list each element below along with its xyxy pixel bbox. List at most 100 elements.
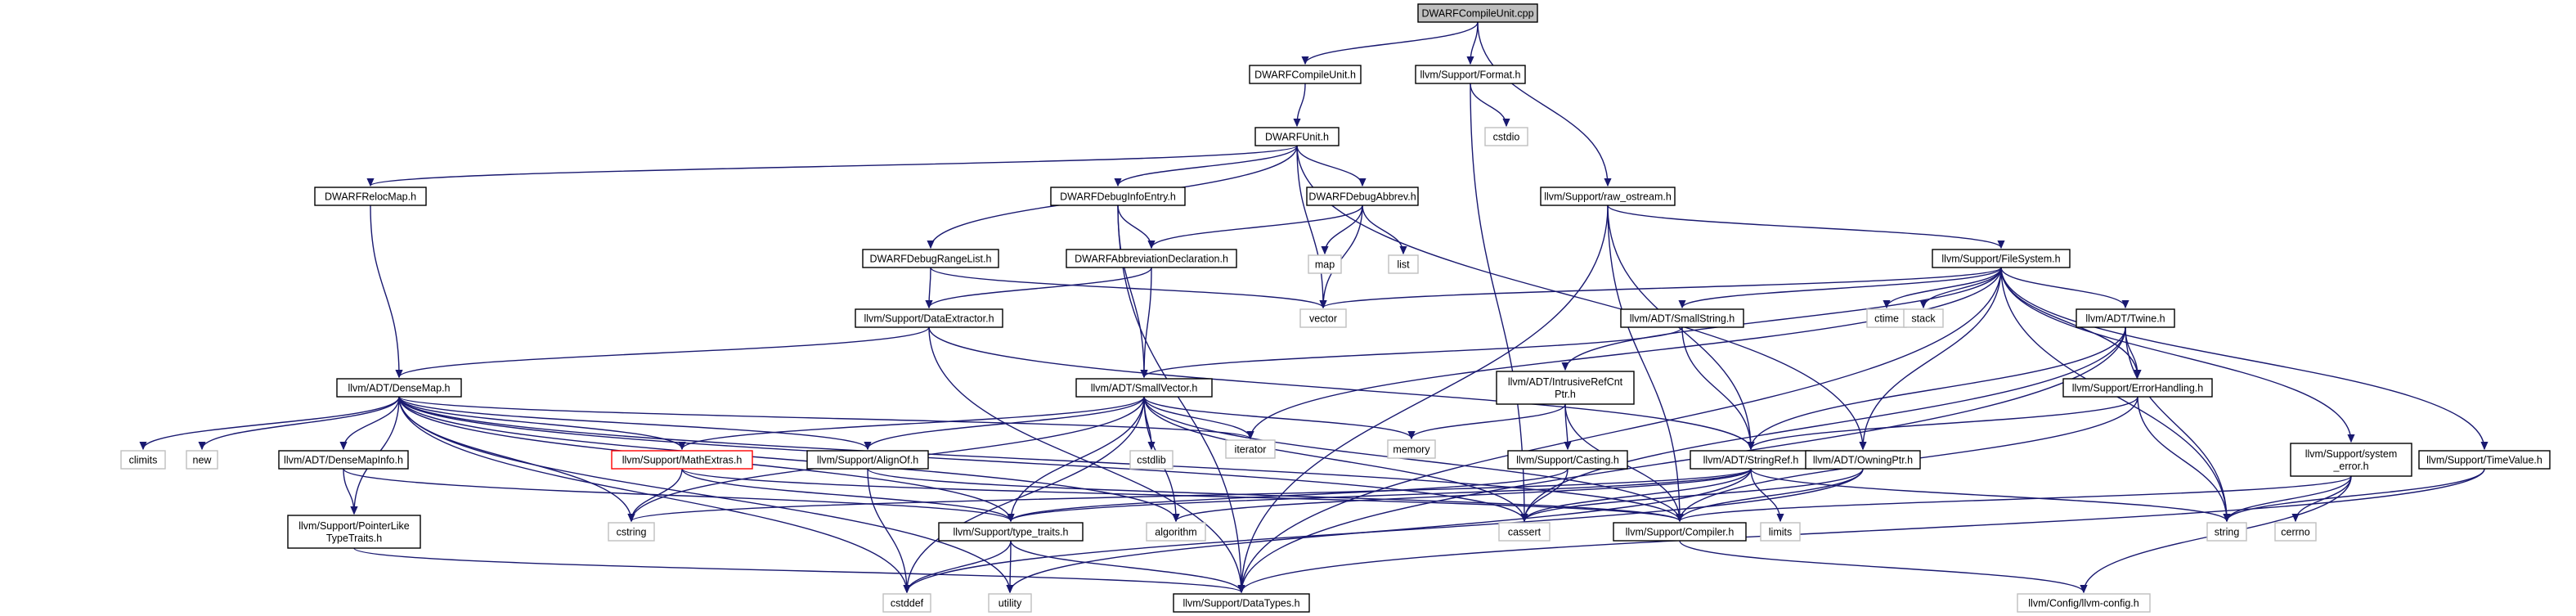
node-twine_h[interactable]: llvm/ADT/Twine.h — [2076, 308, 2175, 328]
edge-system_error_h-to-string — [2227, 475, 2352, 521]
node-label-timevalue_h-0: llvm/Support/TimeValue.h — [2426, 455, 2542, 466]
node-timevalue_h[interactable]: llvm/Support/TimeValue.h — [2418, 450, 2551, 470]
node-errorhandling_h[interactable]: llvm/Support/ErrorHandling.h — [2062, 378, 2213, 398]
node-debugabbrev_h[interactable]: DWARFDebugAbbrev.h — [1306, 187, 1419, 206]
node-label-densemapinfo_h-0: llvm/ADT/DenseMapInfo.h — [284, 455, 403, 466]
node-datatypes_h[interactable]: llvm/Support/DataTypes.h — [1173, 593, 1310, 613]
node-label-errorhandling_h-0: llvm/Support/ErrorHandling.h — [2072, 383, 2204, 394]
node-box-twine_h — [2076, 308, 2175, 328]
edge-dataextractor_h-to-datatypes_h — [928, 326, 1241, 592]
edge-filesystem_h-to-smallstring_h — [1682, 267, 2002, 308]
node-box-densemap_h — [336, 378, 462, 398]
edge-stringref_h-to-cassert — [1524, 468, 1752, 521]
node-label-climits-0: climits — [129, 455, 158, 466]
node-debuginfoentry_h[interactable]: DWARFDebugInfoEntry.h — [1050, 187, 1186, 206]
node-root[interactable]: DWARFCompileUnit.cpp — [1417, 3, 1538, 23]
node-box-debugrangelist_h — [862, 249, 999, 268]
node-ctime: ctime — [1866, 308, 1907, 328]
node-box-cstdlib — [1129, 450, 1174, 470]
node-label-list-0: list — [1397, 259, 1410, 271]
node-dataextractor_h[interactable]: llvm/Support/DataExtractor.h — [855, 308, 1003, 328]
node-compiler_h[interactable]: llvm/Support/Compiler.h — [1613, 522, 1747, 542]
node-cstddef: cstddef — [882, 593, 931, 613]
edge-twine_h-to-string — [2125, 326, 2227, 521]
node-label-cerrno-0: cerrno — [2281, 527, 2309, 538]
edge-debugrangelist_h-to-vector — [930, 267, 1323, 308]
edge-filesystem_h-to-vector — [1323, 267, 2002, 308]
node-box-abbrevdecl_h — [1066, 249, 1237, 268]
node-densemapinfo_h[interactable]: llvm/ADT/DenseMapInfo.h — [278, 450, 409, 470]
edge-debugabbrev_h-to-vector — [1323, 205, 1363, 308]
node-label-new-0: new — [193, 455, 213, 466]
node-label-root-0: DWARFCompileUnit.cpp — [1421, 8, 1533, 20]
node-label-iterator-0: iterator — [1235, 444, 1267, 456]
node-format_h[interactable]: llvm/Support/Format.h — [1415, 65, 1526, 84]
edge-errorhandling_h-to-stringref_h — [1751, 396, 2138, 449]
node-unit_h[interactable]: DWARFUnit.h — [1254, 127, 1340, 146]
node-debugrangelist_h[interactable]: DWARFDebugRangeList.h — [862, 249, 999, 268]
node-cstdio: cstdio — [1484, 127, 1528, 146]
node-box-dataextractor_h — [855, 308, 1003, 328]
node-box-new — [186, 450, 218, 470]
edge-alignof_h-to-cstddef — [867, 468, 907, 592]
node-stringref_h[interactable]: llvm/ADT/StringRef.h — [1690, 450, 1812, 470]
edge-unit_h-to-debuginfoentry_h — [1118, 145, 1298, 186]
edge-raw_ostream_h-to-filesystem_h — [1607, 205, 2001, 248]
node-smallvector_h[interactable]: llvm/ADT/SmallVector.h — [1075, 378, 1213, 398]
node-raw_ostream_h[interactable]: llvm/Support/raw_ostream.h — [1540, 187, 1676, 206]
node-cassert: cassert — [1498, 522, 1551, 542]
node-box-format_h — [1415, 65, 1526, 84]
edge-filesystem_h-to-ctime — [1887, 267, 2002, 308]
node-label-abbrevdecl_h-0: DWARFAbbreviationDeclaration.h — [1075, 254, 1228, 265]
node-system_error_h[interactable]: llvm/Support/system_error.h — [2290, 443, 2412, 477]
edge-stringref_h-to-limits — [1750, 468, 1780, 521]
node-filesystem_h[interactable]: llvm/Support/FileSystem.h — [1932, 249, 2071, 268]
node-label-debugabbrev_h-0: DWARFDebugAbbrev.h — [1308, 191, 1416, 203]
edge-debugabbrev_h-to-list — [1362, 205, 1403, 254]
node-climits: climits — [120, 450, 166, 470]
node-owningptr_h[interactable]: llvm/ADT/OwningPtr.h — [1805, 450, 1921, 470]
node-casting_h[interactable]: llvm/Support/Casting.h — [1507, 450, 1628, 470]
edge-densemapinfo_h-to-pointerliketypetraits_h — [343, 468, 354, 514]
node-box-debuginfoentry_h — [1050, 187, 1186, 206]
edge-compileunit_h-to-unit_h — [1297, 83, 1306, 126]
edges-layer — [143, 21, 2484, 592]
node-alignof_h[interactable]: llvm/Support/AlignOf.h — [806, 450, 929, 470]
node-map: map — [1308, 254, 1342, 274]
edge-densemap_h-to-utility — [398, 396, 1010, 592]
node-type_traits_h[interactable]: llvm/Support/type_traits.h — [938, 522, 1084, 542]
node-label-owningptr_h-0: llvm/ADT/OwningPtr.h — [1813, 455, 1913, 466]
node-box-llvm_config_h — [2017, 593, 2151, 613]
node-mathextras_h[interactable]: llvm/Support/MathExtras.h — [611, 450, 753, 470]
node-label-type_traits_h-0: llvm/Support/type_traits.h — [953, 527, 1068, 538]
node-abbrevdecl_h[interactable]: DWARFAbbreviationDeclaration.h — [1066, 249, 1237, 268]
node-label-raw_ostream_h-0: llvm/Support/raw_ostream.h — [1544, 191, 1672, 203]
node-label-intrusiverefcntptr_h-1: Ptr.h — [1555, 389, 1576, 400]
node-label-string-0: string — [2215, 527, 2240, 538]
edge-mathextras_h-to-compiler_h — [681, 468, 1680, 521]
edge-type_traits_h-to-utility — [1010, 540, 1011, 592]
node-box-cstddef — [882, 593, 931, 613]
node-compileunit_h[interactable]: DWARFCompileUnit.h — [1249, 65, 1362, 84]
edge-smallvector_h-to-cassert — [1143, 396, 1524, 521]
edge-dataextractor_h-to-densemap_h — [399, 326, 930, 377]
node-smallstring_h[interactable]: llvm/ADT/SmallString.h — [1620, 308, 1744, 328]
edge-densemap_h-to-mathextras_h — [398, 396, 682, 449]
node-cstdlib: cstdlib — [1129, 450, 1174, 470]
edge-smallstring_h-to-stringref_h — [1681, 326, 1751, 449]
node-relocmap_h[interactable]: DWARFRelocMap.h — [314, 187, 427, 206]
node-label-map-0: map — [1315, 259, 1335, 271]
node-label-cstdio-0: cstdio — [1493, 132, 1520, 143]
node-densemap_h[interactable]: llvm/ADT/DenseMap.h — [336, 378, 462, 398]
node-box-climits — [120, 450, 166, 470]
edge-owningptr_h-to-cstddef — [907, 468, 1864, 592]
edge-densemap_h-to-iterator — [398, 396, 1250, 438]
node-box-type_traits_h — [938, 522, 1084, 542]
edge-twine_h-to-cassert — [1524, 326, 2126, 521]
edge-densemap_h-to-new — [202, 396, 400, 449]
edge-stringref_h-to-string — [1750, 468, 2227, 521]
node-box-densemapinfo_h — [278, 450, 409, 470]
edge-relocmap_h-to-densemap_h — [370, 205, 399, 377]
